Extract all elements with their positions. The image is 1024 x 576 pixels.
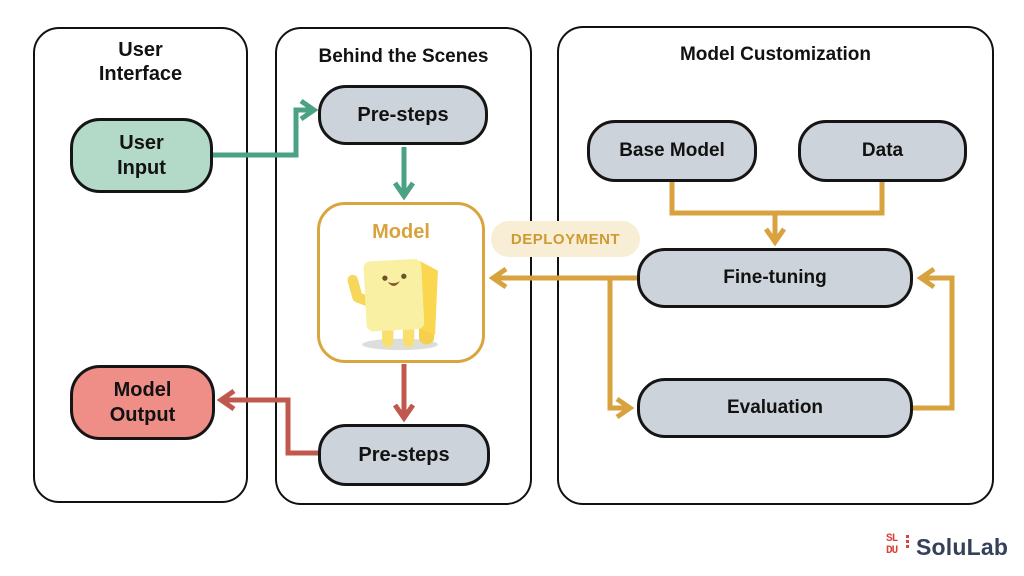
solulab-logo-icon: SL DU (886, 533, 910, 561)
node-base-model: Base Model (587, 120, 757, 182)
panel-title-behind-the-scenes: Behind the Scenes (318, 46, 489, 67)
solulab-logo-text: SoluLab (916, 534, 1009, 560)
node-model-output: Model Output (70, 365, 215, 440)
logo-mark-top: SL (886, 533, 898, 545)
node-user-input: User Input (70, 118, 213, 193)
logo-mark-bottom: DU (886, 544, 898, 557)
arrow-finetuning-to-evaluation (607, 276, 635, 420)
arrow-evaluation-to-finetuning (913, 266, 955, 411)
model-label: Model (372, 221, 430, 243)
node-pre-steps-bottom: Pre-steps (318, 424, 490, 486)
connector-basemodel-data-merge (669, 182, 885, 216)
node-data: Data (798, 120, 967, 182)
panel-title-model-customization: Model Customization (679, 44, 872, 65)
model-mascot-icon (347, 259, 438, 351)
node-fine-tuning: Fine-tuning (637, 248, 913, 308)
arrow-user-input-to-presteps (213, 98, 319, 158)
panel-title-user-interface: User Interface (98, 39, 183, 85)
arrow-presteps-to-model-output (216, 388, 318, 456)
node-pre-steps-top: Pre-steps (318, 85, 488, 145)
node-model: Model (317, 202, 485, 363)
deployment-label: DEPLOYMENT (491, 221, 640, 257)
solulab-logo: SL DU SoluLab (886, 533, 1009, 561)
node-evaluation: Evaluation (637, 378, 913, 438)
